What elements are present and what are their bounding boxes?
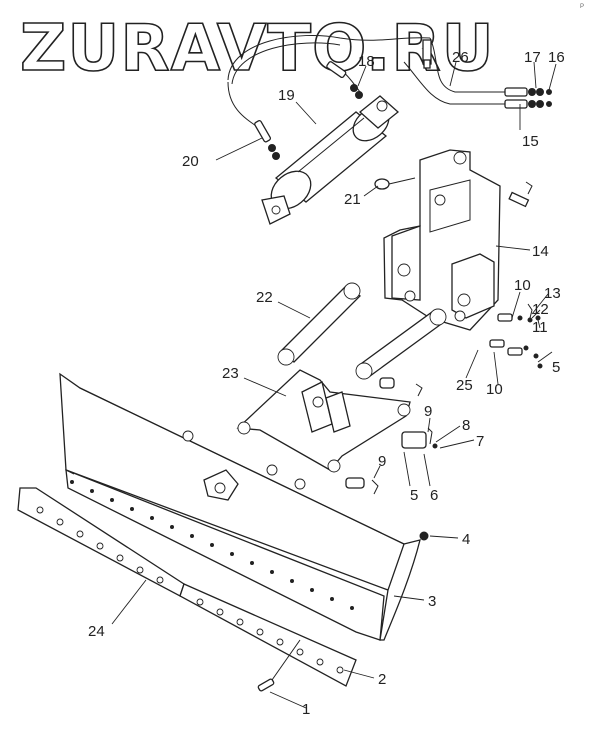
dozer-blade-3 (59, 372, 421, 641)
fitting-20 (254, 120, 280, 160)
part-labels: 1 2 3 4 5 6 7 8 9 9 10 10 11 12 13 5 25 … (88, 49, 565, 718)
label-5b: 5 (552, 359, 560, 376)
label-4: 4 (462, 531, 470, 548)
bolt-1 (257, 639, 301, 692)
label-9a: 9 (424, 403, 432, 420)
fittings-15-16-17 (504, 87, 552, 109)
label-11: 11 (532, 319, 548, 336)
push-frame-23 (236, 369, 423, 473)
label-10a: 10 (514, 277, 531, 294)
link-arm-22 (277, 282, 447, 380)
label-16: 16 (548, 49, 565, 66)
label-1: 1 (302, 701, 310, 718)
label-14: 14 (532, 243, 549, 260)
label-15: 15 (522, 133, 539, 150)
label-6: 6 (430, 487, 438, 504)
bolts-10-to-13 (489, 303, 543, 369)
label-5a: 5 (410, 487, 418, 504)
fitting-18 (326, 61, 363, 99)
label-17: 17 (524, 49, 541, 66)
bushing-21 (374, 177, 416, 190)
watermark-text: ZURAVTO.RU (20, 12, 495, 86)
label-19: 19 (278, 87, 295, 104)
corner-mark: P (580, 4, 584, 10)
label-3: 3 (428, 593, 436, 610)
label-22: 22 (256, 289, 273, 306)
label-23: 23 (222, 365, 239, 382)
label-26: 26 (452, 49, 469, 66)
cutting-edge-2 (179, 583, 357, 687)
blade-bolt-holes (70, 480, 354, 610)
label-18: 18 (358, 53, 375, 70)
pins-5-to-9 (345, 427, 438, 495)
nut-4 (419, 531, 429, 541)
label-9b: 9 (378, 453, 386, 470)
label-25: 25 (456, 377, 473, 394)
leader-lines (111, 61, 557, 709)
mounting-bracket-14 (383, 149, 533, 331)
label-21: 21 (344, 191, 361, 208)
hydraulic-cylinder-19 (261, 95, 400, 225)
label-12: 12 (532, 301, 549, 318)
label-2: 2 (378, 671, 386, 688)
label-7: 7 (476, 433, 484, 450)
label-20: 20 (182, 153, 199, 170)
label-24: 24 (88, 623, 105, 640)
label-8: 8 (462, 417, 470, 434)
label-10b: 10 (486, 381, 503, 398)
label-13: 13 (544, 285, 561, 302)
